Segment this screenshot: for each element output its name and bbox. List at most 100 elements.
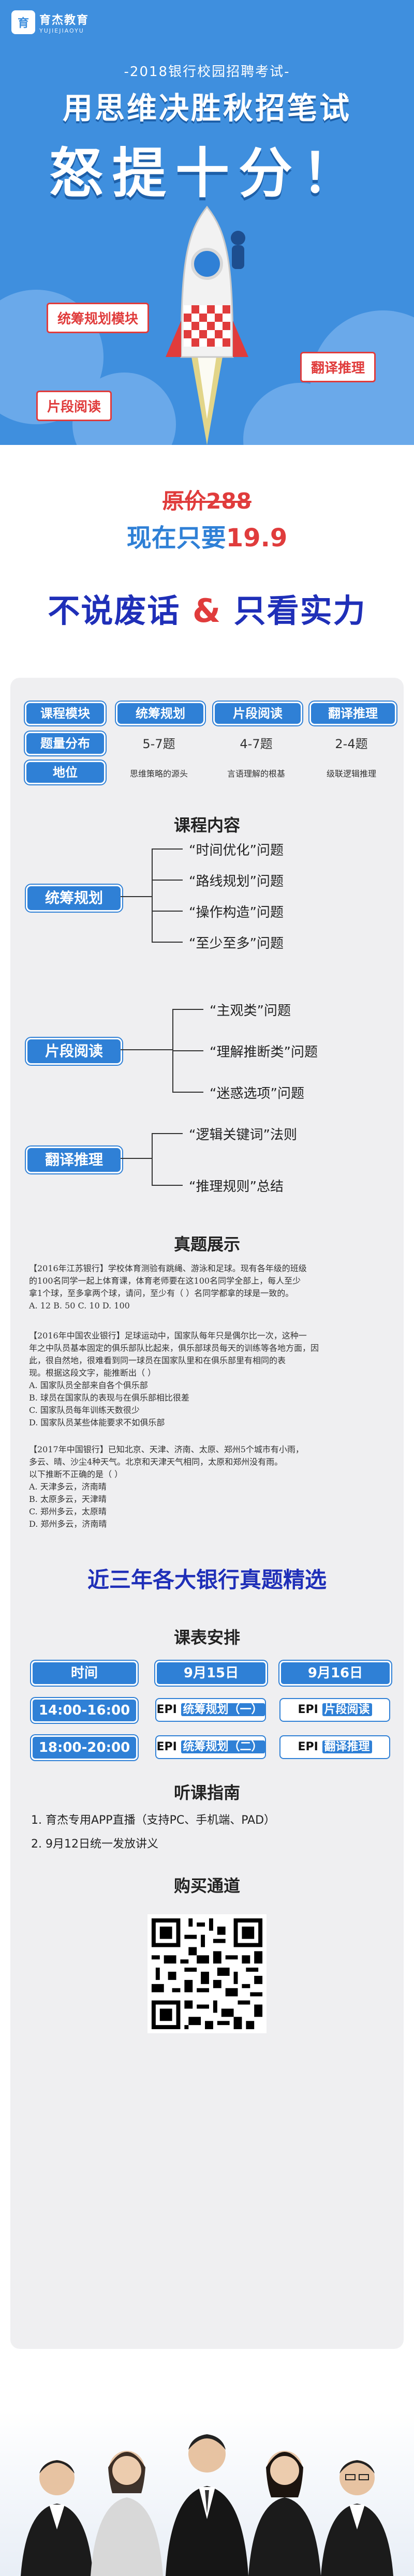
current-price-prefix: 现在只要	[126, 524, 226, 553]
logo-icon: 育	[11, 10, 35, 34]
table-header-module: 课程模块	[25, 702, 106, 725]
guide-item-handout: 2. 9月12日统一发放讲义	[31, 1838, 158, 1851]
slogan-right: 只看实力	[233, 592, 366, 630]
question-option: A. 天津多云，济南晴	[29, 1482, 107, 1492]
question-line: 以下推断不正确的是（ ）	[29, 1469, 123, 1479]
tag-translation-reasoning: 翻译推理	[300, 352, 376, 382]
connector-line	[152, 942, 183, 943]
question-option: D. 国家队员某些体能要求不如俱乐部	[29, 1418, 165, 1427]
distribution-reading: 4-7题	[240, 737, 273, 751]
guide-title: 听课指南	[173, 1783, 240, 1803]
epi-tag: EPI	[156, 1703, 177, 1716]
reasoning-item-rules: “推理规则”总结	[189, 1179, 284, 1195]
module-planning-label: 统筹规划	[26, 885, 122, 912]
question-line: 拿1个球，至多拿两个球，请问，至少有（ ）名同学都拿的球是一致的。	[29, 1288, 294, 1298]
question-line: 年之中队员基本固定的俱乐部队比起来，俱乐部球员每天的训练等各地方面，因	[29, 1343, 319, 1353]
tag-planning: 统筹规划模块	[47, 303, 150, 333]
question-line: 【2016年江苏银行】学校体育测验有跳绳、游泳和足球。现有各年级的班级	[29, 1263, 307, 1273]
connector-line	[172, 1009, 203, 1010]
position-reading: 言语理解的根基	[227, 769, 285, 779]
planning-item-route: “路线规划”问题	[189, 874, 284, 889]
purchase-title: 购买通道	[173, 1876, 240, 1896]
question-line: 【2016年中国农业银行】足球运动中，国家队每年只是偶尔比一次，这种一	[29, 1331, 307, 1341]
slogan-left: 不说废话	[48, 592, 181, 630]
schedule-header-time: 时间	[31, 1661, 138, 1686]
question-options: A. 12 B. 50 C. 10 D. 100	[29, 1301, 130, 1311]
epi-tag: EPI	[298, 1740, 318, 1753]
logo-pinyin: YUJIEJIAOYU	[39, 27, 84, 34]
session-name: 统筹规划（一）	[181, 1703, 265, 1716]
slogan-ampersand: &	[192, 592, 222, 630]
reading-item-subjective: “主观类”问题	[210, 1003, 291, 1019]
position-planning: 思维策略的源头	[129, 769, 188, 779]
question-option: D. 郑州多云，济南晴	[29, 1519, 107, 1529]
schedule-cell-row2-day1: EPI 统筹规划（二）	[155, 1735, 266, 1759]
connector-line	[121, 1049, 172, 1050]
question-block-3: 【2017年中国银行】已知北京、天津、济南、太原、郑州5个城市有小雨， 多云、晴…	[29, 1443, 386, 1530]
teacher-avatar-icon	[21, 2460, 93, 2576]
brand-logo[interactable]: 育 育杰教育 YUJIEJIAOYU	[11, 10, 89, 34]
connector-line	[121, 1158, 152, 1159]
connector-line	[152, 911, 183, 912]
schedule-title: 课表安排	[173, 1628, 240, 1647]
position-reasoning: 级联逻辑推理	[326, 769, 376, 779]
qr-code-icon[interactable]	[147, 1914, 267, 2033]
teacher-avatar-icon	[248, 2451, 321, 2576]
question-block-1: 【2016年江苏银行】学校体育测验有跳绳、游泳和足球。现有各年级的班级 的100…	[29, 1262, 386, 1312]
current-price: 现在只要19.9	[0, 517, 414, 554]
course-content-title: 课程内容	[173, 815, 240, 835]
question-line: 现。根据这段文字，能推断出（ ）	[29, 1368, 156, 1378]
module-reading-label: 片段阅读	[26, 1038, 122, 1065]
session-name: 翻译推理	[322, 1740, 372, 1753]
distribution-planning: 5-7题	[142, 737, 175, 751]
connector-line	[152, 848, 153, 942]
table-header-reading: 片段阅读	[213, 702, 302, 725]
connector-line	[172, 1092, 203, 1093]
connector-line	[152, 1133, 183, 1134]
row-label-position: 地位	[25, 761, 106, 784]
original-price: 原价288	[162, 488, 252, 514]
schedule-time-row2: 18:00-20:00	[31, 1735, 138, 1760]
question-line: 此，很自然地，很难看到同一球员在国家队里和在俱乐部里有相同的表	[29, 1356, 286, 1365]
reading-item-inference: “理解推断类”问题	[210, 1045, 318, 1060]
connector-line	[152, 1133, 153, 1185]
planning-item-operation: “操作构造”问题	[189, 905, 284, 920]
schedule-cell-row2-day2: EPI 翻译推理	[279, 1735, 390, 1759]
question-line: 【2017年中国银行】已知北京、天津、济南、太原、郑州5个城市有小雨，	[29, 1445, 304, 1454]
teacher-avatar-icon	[166, 2434, 248, 2576]
schedule-cell-row1-day2: EPI 片段阅读	[279, 1698, 390, 1722]
question-block-2: 【2016年中国农业银行】足球运动中，国家队每年只是偶尔比一次，这种一 年之中队…	[29, 1330, 386, 1429]
guide-item-app: 1. 育杰专用APP直播（支持PC、手机端、PAD）	[31, 1814, 276, 1827]
question-option: C. 国家队员每年训练天数很少	[29, 1405, 140, 1415]
connector-line	[121, 896, 152, 897]
connector-line	[152, 848, 183, 850]
connector-line	[152, 880, 183, 881]
row-label-distribution: 题量分布	[25, 732, 106, 755]
table-header-reasoning: 翻译推理	[309, 702, 396, 725]
planning-item-minmax: “至少至多”问题	[189, 936, 284, 951]
exam-banner: 近三年各大银行真题精选	[87, 1567, 327, 1592]
course-card: 课程模块 统筹规划 片段阅读 翻译推理 题量分布 5-7题 4-7题 2-4题 …	[10, 678, 404, 2349]
epi-tag: EPI	[156, 1740, 177, 1753]
schedule-header-day2: 9月16日	[279, 1661, 391, 1686]
question-line: 多云、晴、沙尘4种天气。北京和天津天气相同，太原和郑州没有雨。	[29, 1457, 283, 1467]
question-option: A. 国家队员全部来自各个俱乐部	[29, 1380, 148, 1390]
reasoning-item-keyword: “逻辑关键词”法则	[189, 1127, 297, 1143]
questions-title: 真题展示	[173, 1234, 240, 1254]
question-option: B. 太原多云，天津晴	[29, 1494, 107, 1504]
teacher-avatar-icon	[91, 2451, 163, 2576]
logo-name: 育杰教育	[39, 13, 90, 27]
question-option: C. 郑州多云，太原晴	[29, 1507, 107, 1516]
teacher-photo-strip	[0, 2411, 414, 2576]
connector-line	[152, 1185, 183, 1186]
hero-headline: 怒提十分！	[49, 142, 365, 205]
connector-line	[172, 1050, 203, 1051]
question-option: B. 球员在国家队的表现与在俱乐部相比很差	[29, 1393, 189, 1403]
table-header-planning: 统筹规划	[116, 702, 205, 725]
schedule-cell-row1-day1: EPI 统筹规划（一）	[155, 1698, 266, 1722]
hero-title: 用思维决胜秋招笔试	[62, 91, 351, 126]
current-price-value: 19.9	[226, 524, 288, 553]
rocket-illustration	[166, 205, 248, 445]
planning-item-time: “时间优化”问题	[189, 843, 284, 858]
distribution-reasoning: 2-4题	[335, 737, 368, 751]
